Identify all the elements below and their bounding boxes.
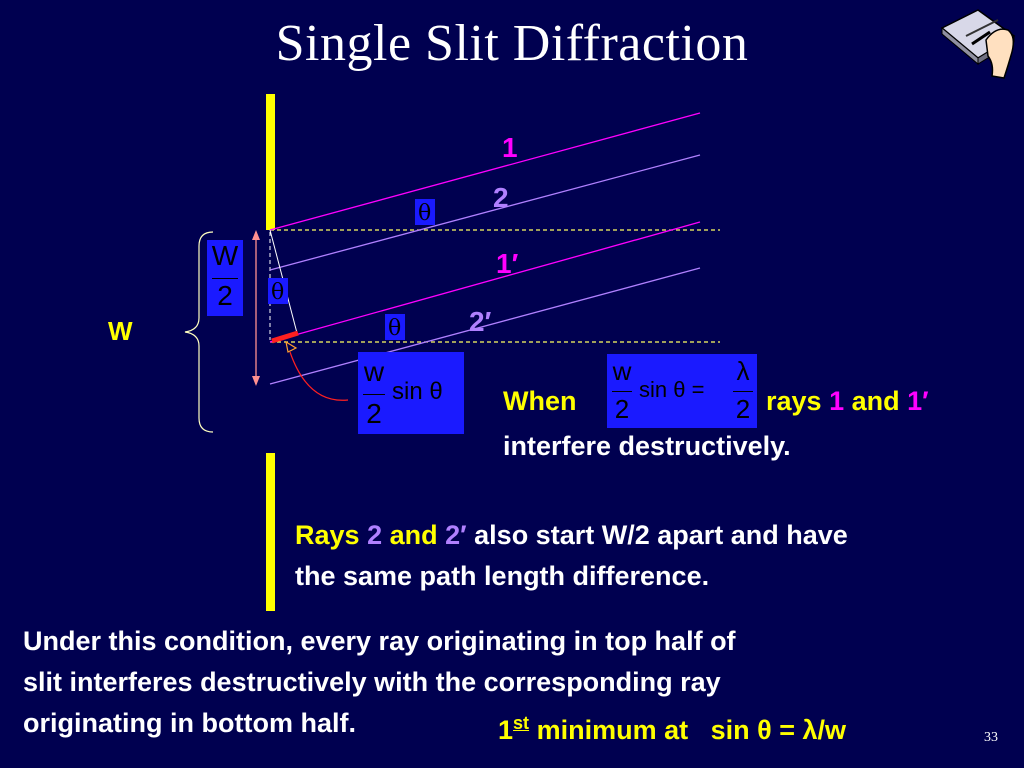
ray-1: [269, 112, 701, 231]
ray-1-prime: [269, 221, 701, 343]
conclusion-line2: slit interferes destructively with the c…: [23, 667, 721, 697]
ray-label-1-prime: 1′: [496, 248, 519, 279]
page-number: 33: [984, 730, 998, 745]
rays-2-text-line1: Rays 2 and 2′ also start W/2 apart and h…: [295, 520, 848, 550]
slit-width-label: W: [108, 316, 133, 346]
slit-wall-bottom: [266, 453, 275, 611]
ray-label-2: 2: [493, 182, 509, 213]
path-difference-segment: [271, 330, 299, 344]
svg-text:θ: θ: [388, 316, 401, 341]
ray-2-prime: [269, 267, 701, 385]
interfere-destructively-text: interfere destructively.: [503, 431, 791, 461]
slide-title: Single Slit Diffraction: [275, 15, 749, 72]
pointer-arrow: [289, 351, 349, 401]
writing-hand-clipart-icon: [940, 9, 1016, 79]
theta-box-slit: [268, 278, 288, 304]
rays-1-and-1prime: rays 1 and 1′: [766, 386, 929, 416]
slit-wall-top: [266, 94, 275, 230]
theta-box-top: [415, 199, 435, 225]
when-label: When: [503, 386, 577, 416]
svg-text:θ: θ: [271, 280, 284, 305]
conclusion-line3: originating in bottom half.: [23, 708, 356, 738]
path-difference-box: w 2 sin θ: [358, 352, 464, 434]
ray-label-1: 1: [502, 132, 518, 163]
ray-label-2-prime: 2′: [469, 306, 492, 337]
svg-text:θ: θ: [418, 201, 431, 226]
width-brace: [184, 231, 214, 433]
theta-box-bottom: [385, 314, 405, 340]
ray-2: [269, 154, 701, 271]
first-minimum-condition: 1st minimum at sin θ = λ/w: [498, 713, 847, 745]
conclusion-line1: Under this condition, every ray originat…: [23, 626, 736, 656]
rays-2-text-line2: the same path length difference.: [295, 561, 710, 591]
half-width-fraction-box: W 2: [207, 240, 243, 316]
condition-equation-box: w 2 sin θ = λ 2: [607, 354, 757, 428]
